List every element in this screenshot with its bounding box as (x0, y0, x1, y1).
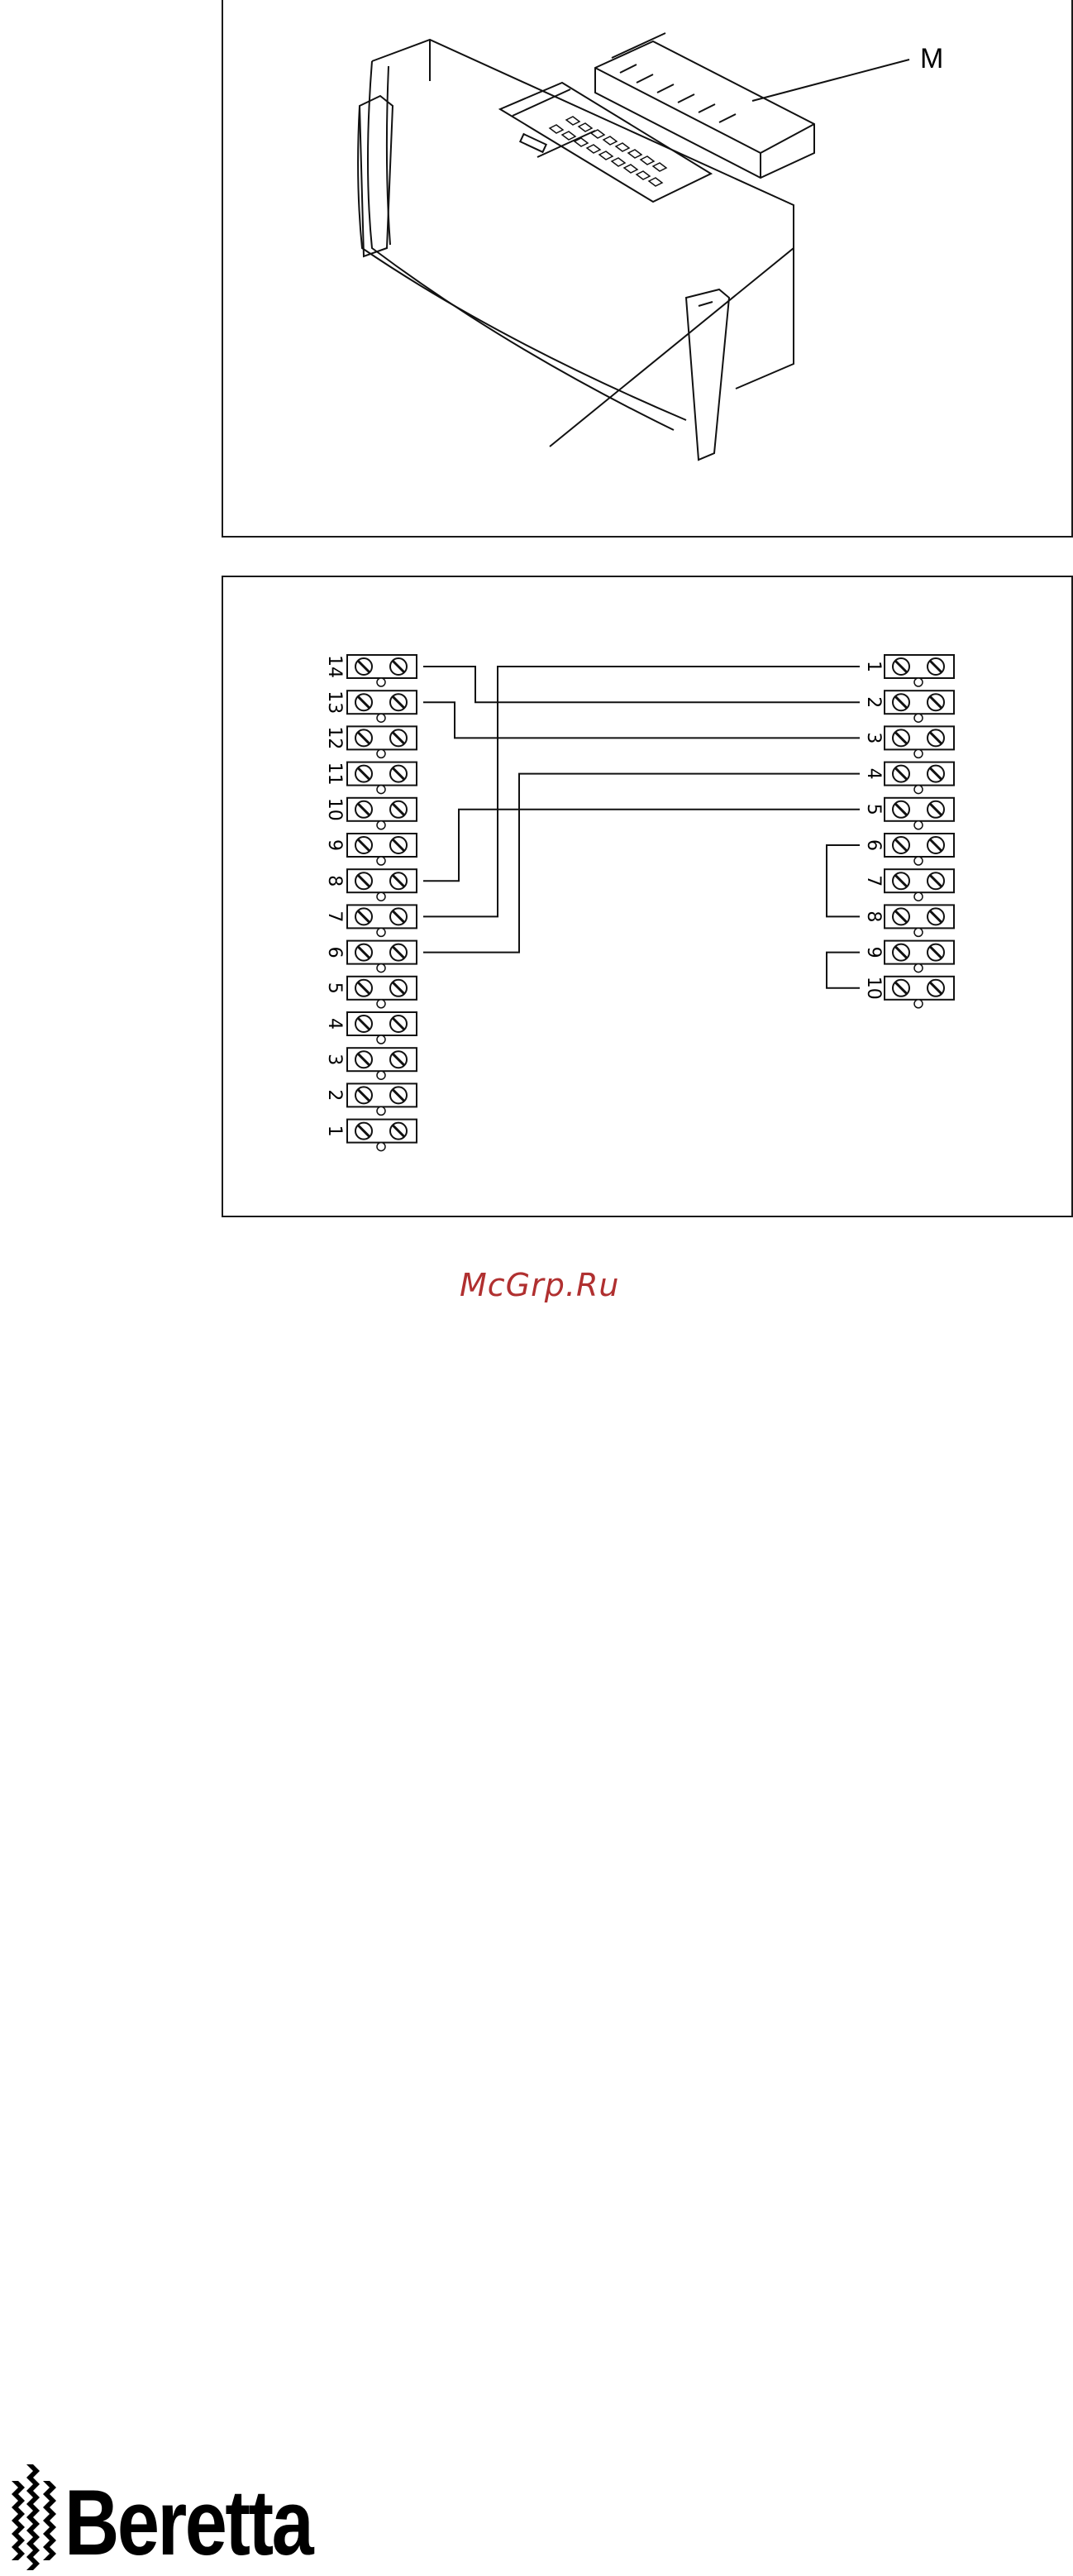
terminal-right-5: 5 (863, 798, 954, 829)
terminal-label: 3 (863, 732, 884, 743)
terminal-left-3: 3 (324, 1048, 417, 1079)
bridge-6-8 (827, 845, 860, 916)
control-box-drawing (223, 0, 1073, 538)
terminal-left-7: 7 (324, 905, 417, 936)
terminal-left-6: 6 (324, 941, 417, 973)
terminal-right-8: 8 (863, 905, 954, 936)
terminal-label: 10 (863, 977, 884, 1000)
terminal-label: 9 (863, 947, 884, 958)
terminal-label: 12 (324, 726, 345, 749)
terminal-label: 14 (324, 655, 345, 678)
terminal-label: 6 (324, 947, 345, 958)
terminal-label: 3 (324, 1054, 345, 1065)
terminal-right-6: 6 (863, 834, 954, 865)
terminal-label: 7 (863, 875, 884, 887)
bridge-9-10 (827, 953, 860, 988)
terminal-label: 11 (324, 762, 345, 786)
terminal-label: 4 (863, 768, 884, 780)
watermark-text: McGrp.Ru (460, 1267, 619, 1303)
terminal-left-2: 2 (324, 1083, 417, 1115)
beretta-logo: Beretta (0, 2464, 331, 2572)
terminal-label: 8 (863, 910, 884, 922)
terminal-label: 13 (324, 691, 345, 714)
terminal-label: 5 (324, 982, 345, 994)
terminal-left-8: 8 (324, 869, 417, 901)
terminal-right-4: 4 (863, 762, 954, 794)
wire-14-to-2 (423, 667, 860, 702)
terminal-label: 5 (863, 804, 884, 815)
terminal-left-10: 10 (324, 798, 417, 829)
terminal-label: 7 (324, 910, 345, 922)
terminal-label: 2 (863, 696, 884, 708)
wire-13-to-3 (423, 702, 860, 738)
terminal-left-9: 9 (324, 834, 417, 865)
module-m-label: M (920, 43, 943, 75)
terminal-left-5: 5 (324, 977, 417, 1008)
terminal-label: 6 (863, 839, 884, 851)
terminal-left-13: 13 (324, 691, 417, 722)
terminal-label: 10 (324, 798, 345, 821)
wire-8-to-5 (423, 810, 860, 881)
terminal-left-14: 14 (324, 655, 417, 686)
terminal-label: 2 (324, 1089, 345, 1101)
terminal-right-1: 1 (863, 655, 954, 686)
terminal-left-1: 1 (324, 1120, 417, 1151)
figure-top-frame: M (222, 0, 1073, 538)
terminal-right-9: 9 (863, 941, 954, 973)
logo-mark-icon (0, 2464, 66, 2572)
terminal-label: 1 (863, 661, 884, 672)
wire-7-to-1 (423, 667, 860, 916)
logo-wordmark: Beretta (64, 2469, 312, 2576)
terminal-left-4: 4 (324, 1012, 417, 1044)
terminal-right-7: 7 (863, 869, 954, 901)
terminal-right-2: 2 (863, 691, 954, 722)
terminal-left-12: 12 (324, 726, 417, 758)
terminal-label: 9 (324, 839, 345, 851)
terminal-left-11: 11 (324, 762, 417, 794)
terminal-label: 4 (324, 1018, 345, 1030)
terminal-label: 8 (324, 875, 345, 887)
terminal-right-3: 3 (863, 726, 954, 758)
terminal-right-10: 10 (863, 977, 954, 1008)
terminal-label: 1 (324, 1126, 345, 1137)
wire-6-to-4 (423, 774, 860, 953)
